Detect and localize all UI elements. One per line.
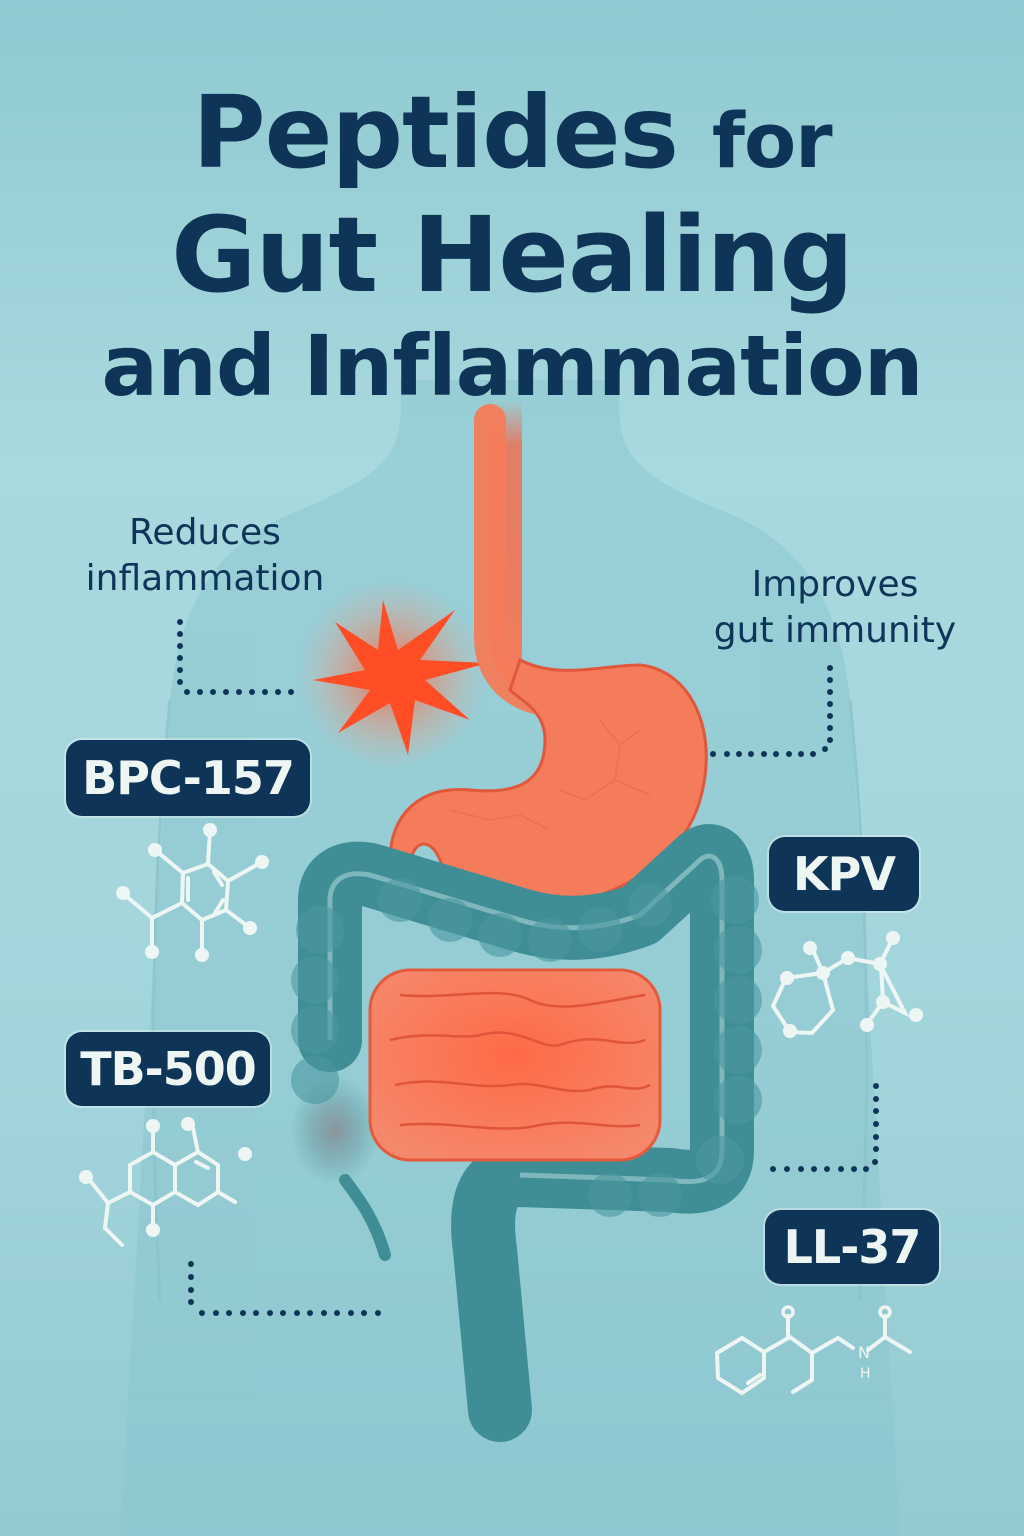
page-title-line2: Gut Healing (171, 194, 854, 316)
callout-left-line2: inflammation (85, 558, 325, 599)
title-for: for (711, 96, 833, 185)
esophagus (490, 400, 555, 700)
peptide-tag-bpc-157: BPC-157 (66, 740, 310, 816)
svg-text:H: H (860, 1366, 871, 1382)
molecule-amide-icon (714, 1314, 912, 1396)
molecule-benzene-icon (123, 828, 264, 954)
large-intestine (290, 824, 762, 1442)
molecule-bicyclic-icon (86, 1124, 237, 1247)
callout-right-line2: gut immunity (713, 610, 957, 651)
svg-text:N: N (858, 1343, 870, 1362)
callout-improves-gut-immunity: Improves gut immunity (690, 562, 980, 654)
peptide-tag-ll-37: LL-37 (765, 1210, 939, 1284)
peptide-tag-kpv: KPV (769, 837, 919, 911)
callout-right-line1: Improves (751, 564, 919, 605)
peptide-tag-tb-500: TB-500 (66, 1032, 270, 1106)
callout-left-line1: Reduces (129, 512, 281, 553)
small-intestine (368, 968, 662, 1162)
inflammation-star-icon (313, 600, 488, 755)
page-title-line1: Peptides for (0, 78, 1024, 196)
callout-reduces-inflammation: Reduces inflammation (55, 510, 355, 602)
title-peptides: Peptides (192, 74, 679, 191)
stomach (388, 657, 708, 927)
leader-lines (177, 619, 879, 1316)
page-title-line3: and Inflammation (101, 317, 923, 415)
